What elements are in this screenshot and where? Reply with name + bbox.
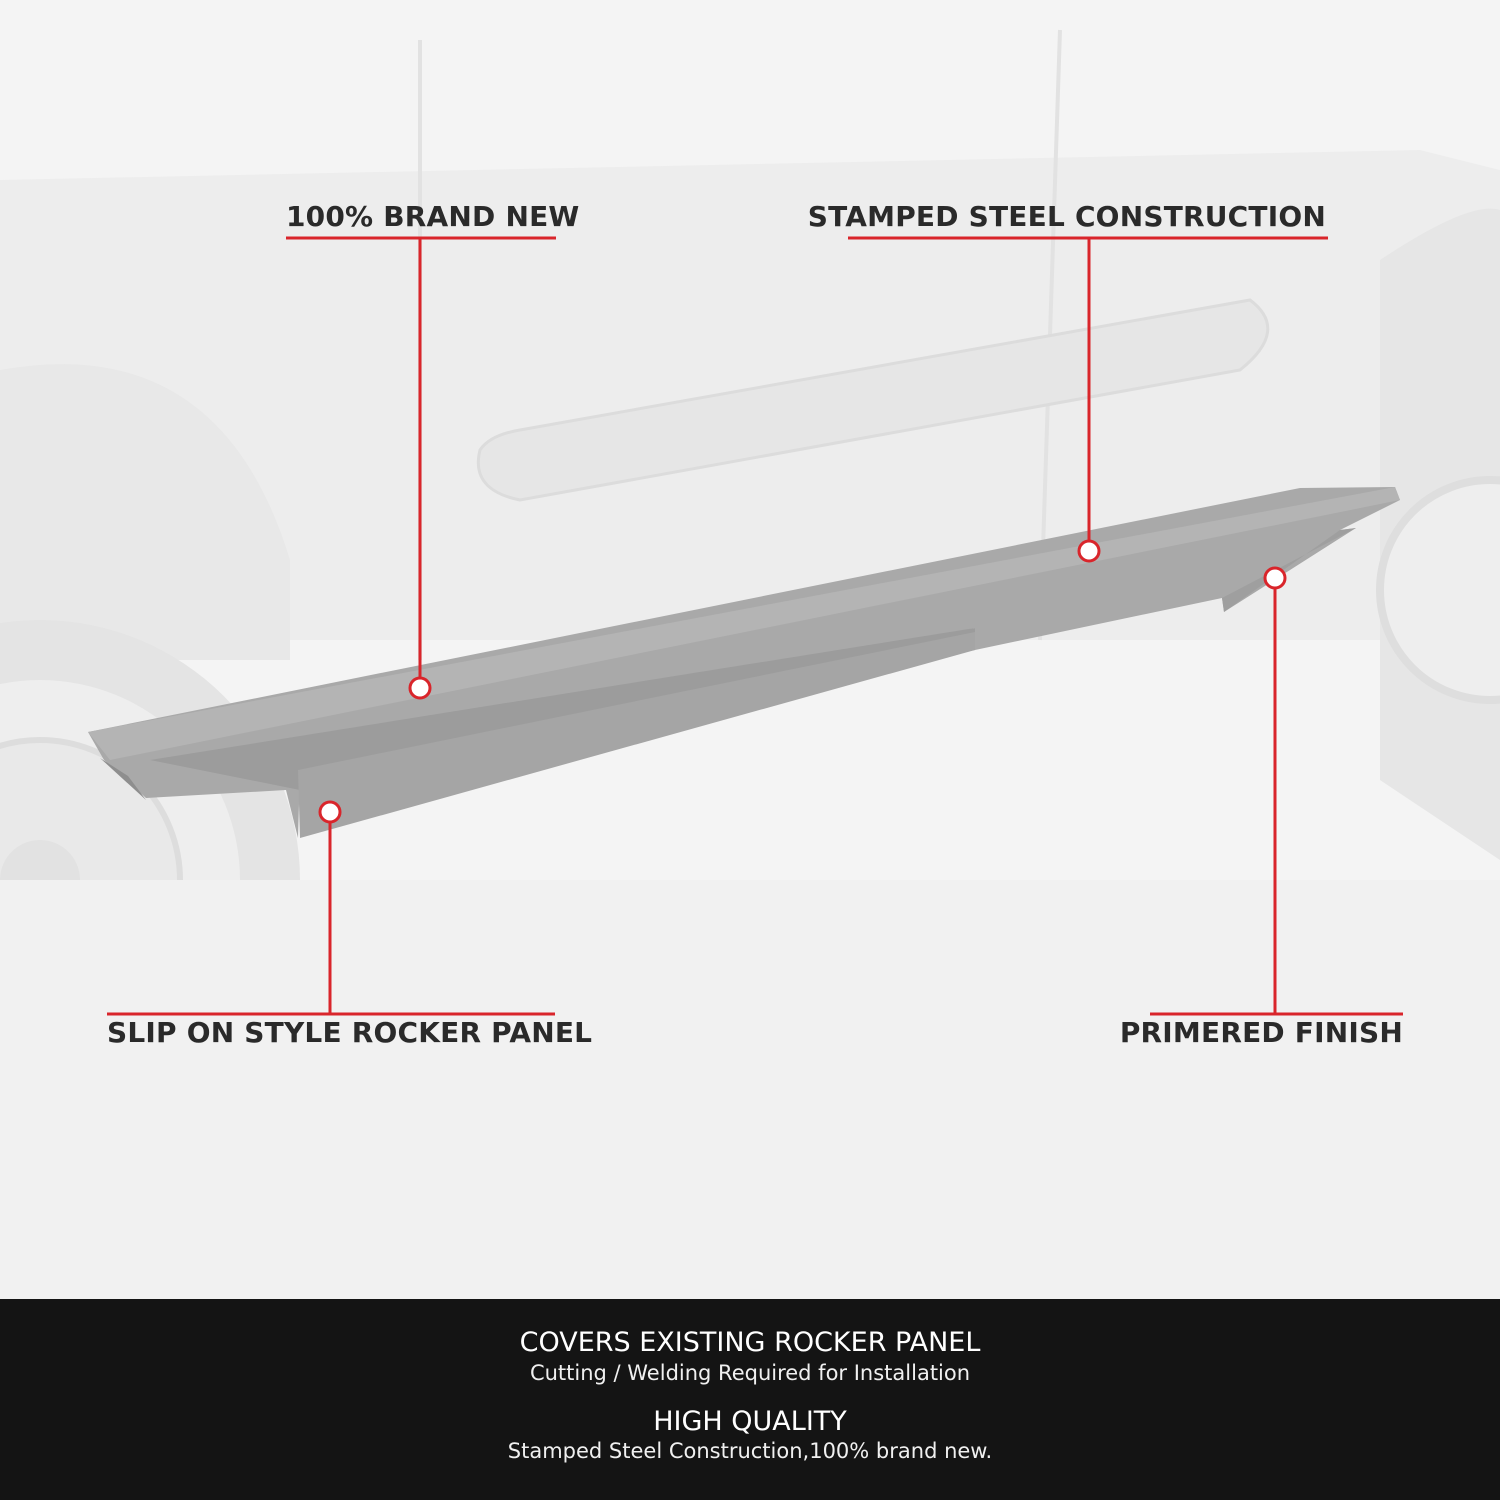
callout-primered-finish: PRIMERED FINISH xyxy=(1119,1016,1403,1049)
callout-stamped-steel: STAMPED STEEL CONSTRUCTION xyxy=(807,200,1326,233)
callout-lines xyxy=(107,236,1403,1016)
feature-covers-title: COVERS EXISTING ROCKER PANEL xyxy=(519,1327,981,1358)
red-ring-dot-icon xyxy=(318,800,342,824)
feature-quality-title: HIGH QUALITY xyxy=(653,1406,847,1437)
callout-markers xyxy=(318,539,1287,824)
feature-covers-subtitle: Cutting / Welding Required for Installat… xyxy=(529,1361,971,1385)
callout-brand-new: 100% BRAND NEW xyxy=(286,200,580,233)
red-ring-dot-icon xyxy=(1077,539,1101,563)
feature-quality-subtitle: Stamped Steel Construction,100% brand ne… xyxy=(507,1439,993,1463)
feature-footer: COVERS EXISTING ROCKER PANEL Cutting / W… xyxy=(0,1299,1500,1500)
red-ring-dot-icon xyxy=(1263,566,1287,590)
callout-slip-on: SLIP ON STYLE ROCKER PANEL xyxy=(107,1016,593,1049)
red-ring-dot-icon xyxy=(408,676,432,700)
